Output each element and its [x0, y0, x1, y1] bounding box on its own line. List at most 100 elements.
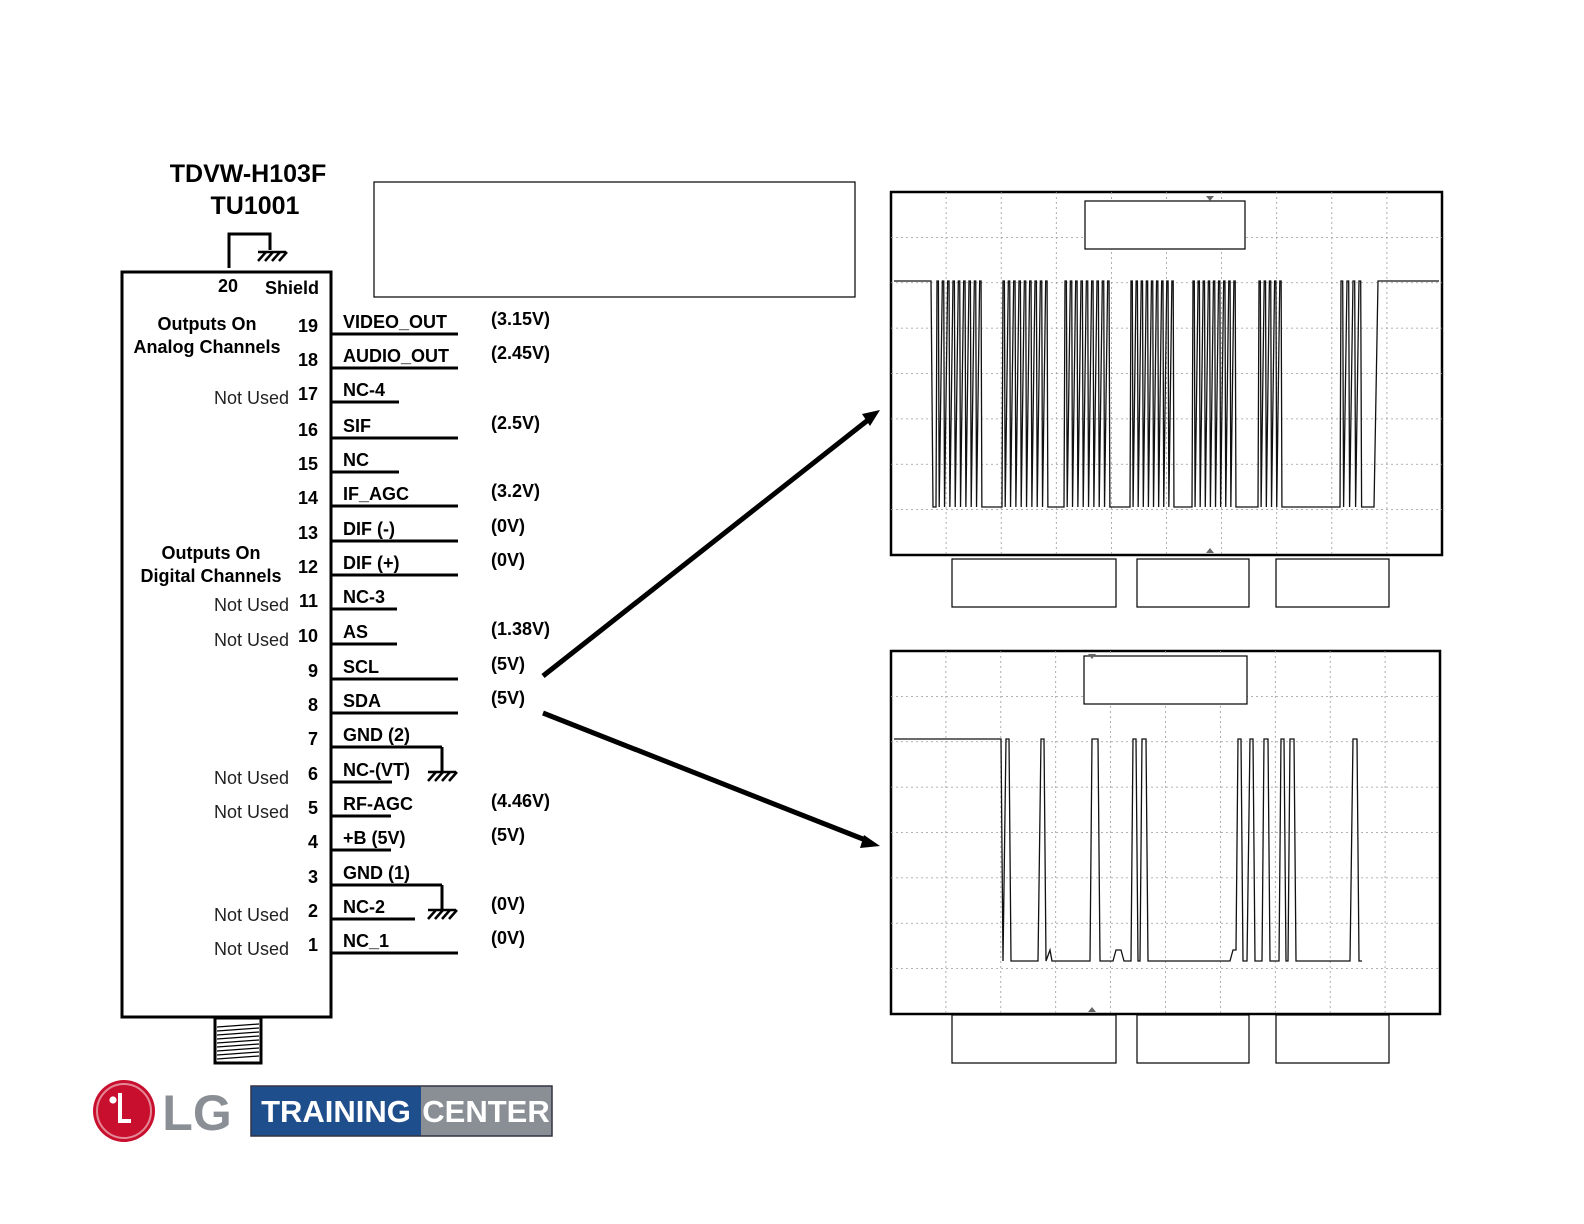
pin-voltage: (4.46V) [491, 791, 550, 811]
pin-15: 15 NC [298, 450, 399, 474]
rf-connector-icon [213, 1016, 263, 1065]
pin-signal-name: DIF (+) [343, 553, 400, 573]
pin-voltage: (0V) [491, 894, 525, 914]
pin-number: 11 [299, 591, 318, 611]
pin-signal-name: AS [343, 622, 368, 642]
pin-voltage: (0V) [491, 516, 525, 536]
pin-1: 1 NC_1 (0V) Not Used [214, 928, 525, 959]
lg-brand-text: LG [162, 1085, 231, 1141]
pin-number: 19 [298, 316, 318, 336]
pin-4: 4 +B (5V) (5V) [308, 825, 525, 852]
pin-number: 15 [298, 454, 318, 474]
ground-icon [257, 250, 288, 262]
pin-not-used-note: Not Used [214, 630, 289, 650]
pin-signal-name: AUDIO_OUT [343, 346, 449, 366]
pin-signal-name: NC-4 [343, 380, 385, 400]
pin-11: 11 NC-3 Not Used [214, 587, 397, 615]
pin-number: 18 [298, 350, 318, 370]
pin-signal-name: VIDEO_OUT [343, 312, 447, 332]
pin-number: 4 [308, 832, 318, 852]
pin-voltage: (5V) [491, 825, 525, 845]
scope-label-box [1084, 200, 1246, 250]
pin-signal-name: IF_AGC [343, 484, 409, 504]
pin-not-used-note: Not Used [214, 905, 289, 925]
digital-group-label: Digital Channels [140, 566, 281, 586]
pin-voltage: (0V) [491, 550, 525, 570]
pin-2: 2 NC-2 (0V) Not Used [214, 894, 525, 925]
sda-waveform [894, 738, 1362, 962]
pin-not-used-note: Not Used [214, 595, 289, 615]
tuner-ref: TU1001 [211, 192, 300, 220]
scope-readout-box [951, 1014, 1117, 1064]
pin-voltage: (0V) [491, 928, 525, 948]
scope-label-box [1083, 655, 1248, 705]
pin-not-used-note: Not Used [214, 939, 289, 959]
pin-voltage: (2.45V) [491, 343, 550, 363]
pin-number: 1 [308, 935, 318, 955]
pin-number: 10 [298, 626, 318, 646]
pin-7: 7 GND (2) [308, 725, 442, 749]
pin-number: 13 [298, 523, 318, 543]
pin-voltage: (2.5V) [491, 413, 540, 433]
pin-6: 6 NC-(VT) Not Used [214, 760, 410, 788]
trigger-marker-icon [1088, 654, 1096, 659]
center-text: CENTER [422, 1094, 549, 1129]
training-text: TRAINING [261, 1094, 411, 1129]
pin-signal-name: NC_1 [343, 931, 389, 951]
tuner-model: TDVW-H103F [170, 160, 326, 188]
pin-signal-name: GND (1) [343, 863, 410, 883]
analog-group-label: Outputs On [158, 314, 257, 334]
pin-signal-name: SIF [343, 416, 371, 436]
pin-signal-name: RF-AGC [343, 794, 413, 814]
scope-readout-box [1275, 1014, 1390, 1064]
pin-voltage: (5V) [491, 688, 525, 708]
scope-grid [891, 651, 1440, 1014]
center-banner [421, 1086, 552, 1136]
pin-number: 2 [308, 901, 318, 921]
pin-number: 16 [298, 420, 318, 440]
pin-signal-name: NC-3 [343, 587, 385, 607]
gnd-symbols [427, 747, 458, 920]
pin-signal-name: NC-2 [343, 897, 385, 917]
scope-readout-box [1275, 558, 1390, 608]
pin-14: 14 IF_AGC (3.2V) [298, 481, 540, 508]
pin-signal-name: NC-(VT) [343, 760, 410, 780]
shield-ground-connection [227, 232, 272, 268]
shield-label: Shield [265, 278, 319, 298]
pin-signal-name: SCL [343, 657, 379, 677]
sda-arrow [542, 710, 880, 848]
pin-signal-name: GND (2) [343, 725, 410, 745]
pin-number: 6 [308, 764, 318, 784]
scope-readout-box [951, 558, 1117, 608]
scope-readout-box [1136, 558, 1250, 608]
trigger-marker-icon [1206, 548, 1214, 553]
pin-signal-name: NC [343, 450, 369, 470]
shield-pin-number: 20 [218, 276, 238, 296]
lg-face-logo-icon [93, 1080, 155, 1142]
ground-icon [257, 250, 288, 262]
pin-not-used-note: Not Used [214, 768, 289, 788]
info-box [373, 181, 856, 298]
pin-not-used-note: Not Used [214, 802, 289, 822]
pin-18: 18 AUDIO_OUT (2.45V) [298, 343, 550, 370]
pin-3: 3 GND (1) [308, 863, 442, 887]
scl-arrow [541, 410, 880, 678]
oscilloscope-scl [889, 190, 1444, 557]
trigger-marker-icon [1206, 196, 1214, 201]
pin-number: 7 [308, 729, 318, 749]
pin-voltage: (3.2V) [491, 481, 540, 501]
pin-signal-name: +B (5V) [343, 828, 406, 848]
pin-number: 3 [308, 867, 318, 887]
pin-number: 14 [298, 488, 318, 508]
pin-voltage: (3.15V) [491, 309, 550, 329]
analog-group-label: Analog Channels [133, 337, 280, 357]
lg-training-center-logo: LG TRAINING CENTER [93, 1080, 553, 1142]
